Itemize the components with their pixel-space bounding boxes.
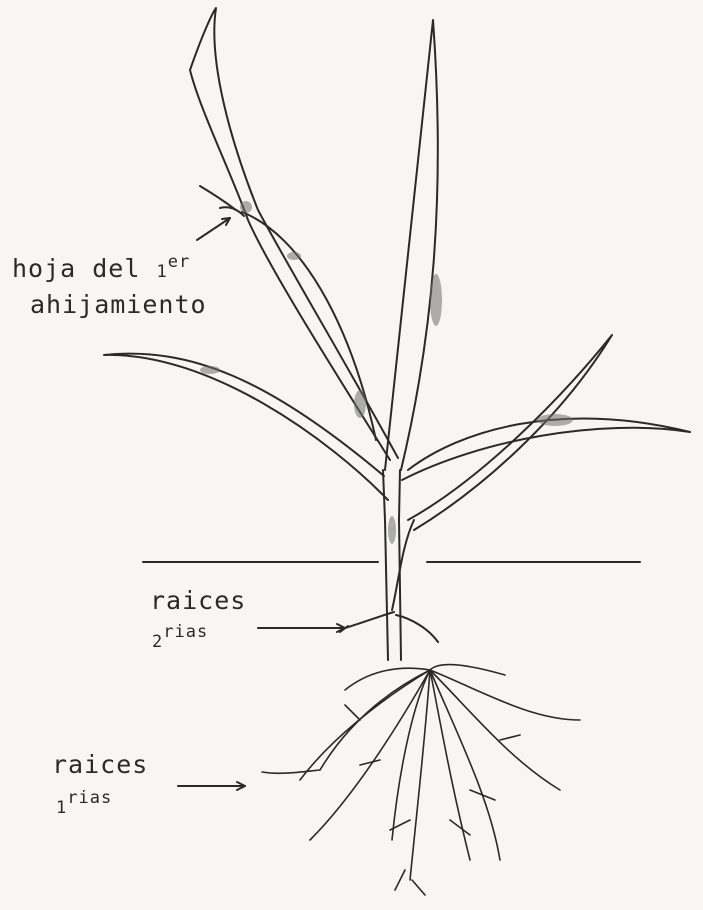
tiller-leaf-nub-2 <box>200 186 236 210</box>
arrow-primary-roots <box>178 782 245 790</box>
label-secondary-roots-ordinal: 2 <box>152 632 163 652</box>
arrow-tiller-leaf <box>197 218 230 240</box>
label-secondary-roots-line2: 2rias <box>152 626 208 651</box>
leaf-shading <box>200 201 573 544</box>
label-tiller-leaf-ordinal: 1 <box>156 262 167 282</box>
left-leaf <box>104 354 388 500</box>
tiller-leaf-right <box>408 335 612 530</box>
label-primary-roots-ordinal: 1 <box>56 798 67 818</box>
label-secondary-roots-sup: rias <box>163 622 208 642</box>
label-primary-roots-sup: rias <box>67 788 112 808</box>
secondary-roots-drawing <box>340 612 438 642</box>
arrow-secondary-roots <box>258 624 345 632</box>
label-secondary-roots-line1: raices <box>150 588 246 613</box>
tall-leaf <box>385 20 438 470</box>
label-tiller-leaf-sup: er <box>168 252 190 272</box>
tiller-leaf-long <box>402 419 690 480</box>
label-primary-roots-line1: raices <box>52 752 148 777</box>
label-primary-roots-line2: 1rias <box>56 792 112 817</box>
label-tiller-leaf-prefix: hoja del <box>12 254 156 283</box>
primary-roots-drawing <box>262 665 580 895</box>
label-tiller-leaf-line2: ahijamiento <box>30 292 207 317</box>
label-tiller-leaf: hoja del 1er <box>12 256 190 281</box>
first-tiller-leaf <box>190 8 398 460</box>
